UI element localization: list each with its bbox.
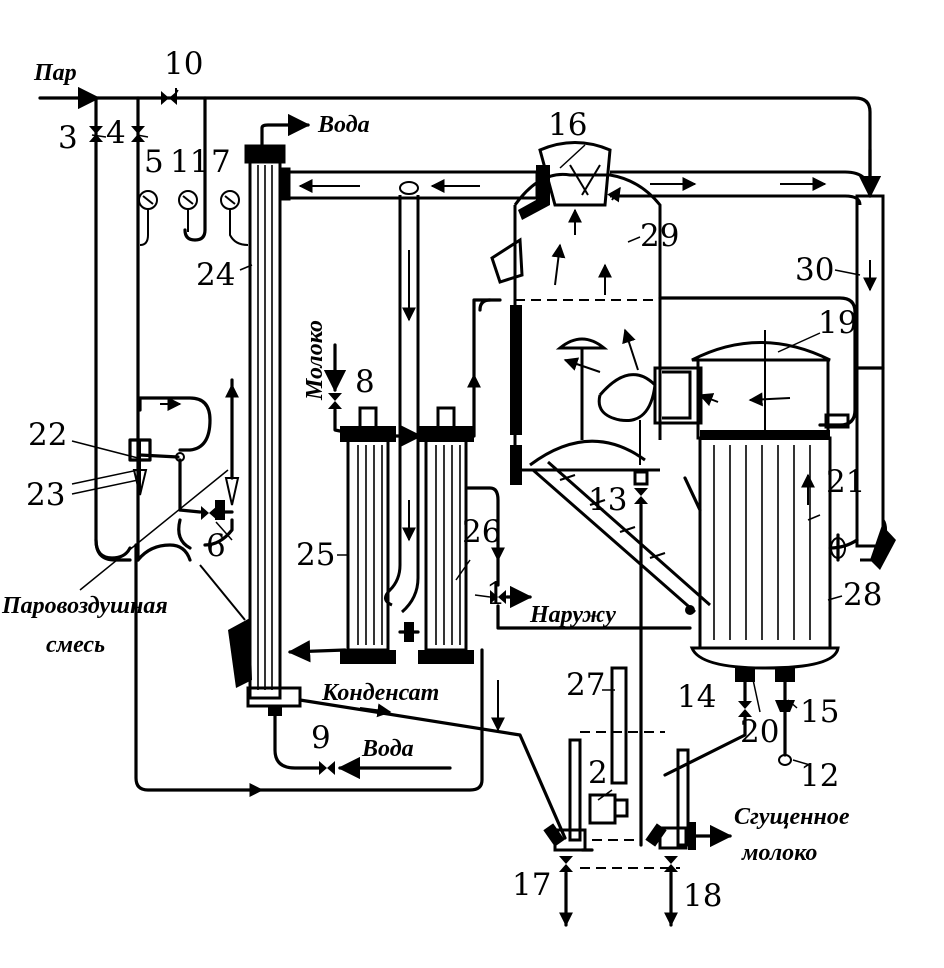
label-condensed-milk-1: Сгущенное [734, 804, 850, 830]
num-15: 15 [800, 694, 839, 730]
num-29: 29 [640, 218, 679, 254]
recirc-line [478, 296, 857, 427]
label-milk: Молоко [302, 320, 328, 401]
leaders [71, 89, 861, 801]
vapor-line-30 [828, 194, 896, 570]
heater-26 [418, 406, 474, 664]
num-4: 4 [106, 115, 126, 151]
separator-29 [490, 141, 662, 486]
ejector-assembly [94, 378, 240, 562]
num-26: 26 [462, 514, 501, 550]
num-14: 14 [677, 679, 716, 715]
num-22: 22 [28, 417, 67, 453]
label-steam-air-mix-2: смесь [46, 632, 105, 658]
num-21: 21 [826, 464, 865, 500]
steam-main-line [38, 86, 882, 199]
num-10: 10 [164, 46, 203, 82]
num-3: 3 [58, 120, 78, 156]
num-13: 13 [588, 482, 627, 518]
num-28: 28 [843, 577, 882, 613]
valve-4[interactable] [131, 126, 145, 142]
num-9: 9 [311, 720, 331, 756]
num-30: 30 [795, 252, 834, 288]
valve-10[interactable] [161, 91, 177, 105]
water-inlet [273, 714, 452, 780]
condensate-line [287, 622, 567, 840]
num-5: 5 [144, 144, 164, 180]
pressure-gauges [138, 190, 249, 246]
num-27: 27 [566, 667, 605, 703]
valve-9[interactable] [319, 761, 335, 775]
num-1: 1 [486, 576, 506, 612]
num-20: 20 [740, 714, 779, 750]
num-11: 11 [170, 144, 209, 180]
num-17: 17 [512, 867, 551, 903]
evaporator-heater-21 [653, 330, 850, 682]
num-16: 16 [548, 107, 587, 143]
valve-18[interactable] [664, 856, 678, 872]
label-steam-air-mix-1: Паровоздушная [1, 593, 168, 619]
outside-line [134, 486, 692, 797]
num-23: 23 [26, 477, 65, 513]
valve-13[interactable] [634, 488, 648, 504]
num-25: 25 [296, 537, 335, 573]
label-water-top: Вода [317, 112, 370, 138]
heater-25 [340, 406, 396, 664]
num-6: 6 [206, 528, 226, 564]
valve-3[interactable] [89, 126, 103, 142]
valve-13-line [634, 488, 648, 847]
air-vent [199, 564, 252, 688]
label-water-bottom: Вода [361, 736, 414, 762]
num-18: 18 [683, 878, 722, 914]
discharge-assembly [543, 666, 733, 927]
valve-17[interactable] [559, 856, 573, 872]
label-condensate: Конденсат [321, 680, 439, 706]
label-steam: Пар [33, 60, 77, 86]
num-8: 8 [355, 364, 375, 400]
downcomer-pipe [384, 181, 420, 614]
label-outside: Наружу [529, 602, 616, 628]
label-condensed-milk-2: молоко [741, 840, 817, 866]
num-12: 12 [800, 758, 839, 794]
num-2: 2 [588, 755, 608, 791]
valve-6[interactable] [201, 506, 217, 520]
inclined-pipe [532, 460, 711, 615]
milk-inlet [323, 298, 502, 448]
num-7: 7 [211, 144, 231, 180]
num-24: 24 [196, 257, 235, 293]
valve-8[interactable] [328, 393, 342, 409]
outlets-14-15 [663, 680, 795, 777]
condenser-24 [244, 113, 311, 716]
num-19: 19 [818, 305, 857, 341]
